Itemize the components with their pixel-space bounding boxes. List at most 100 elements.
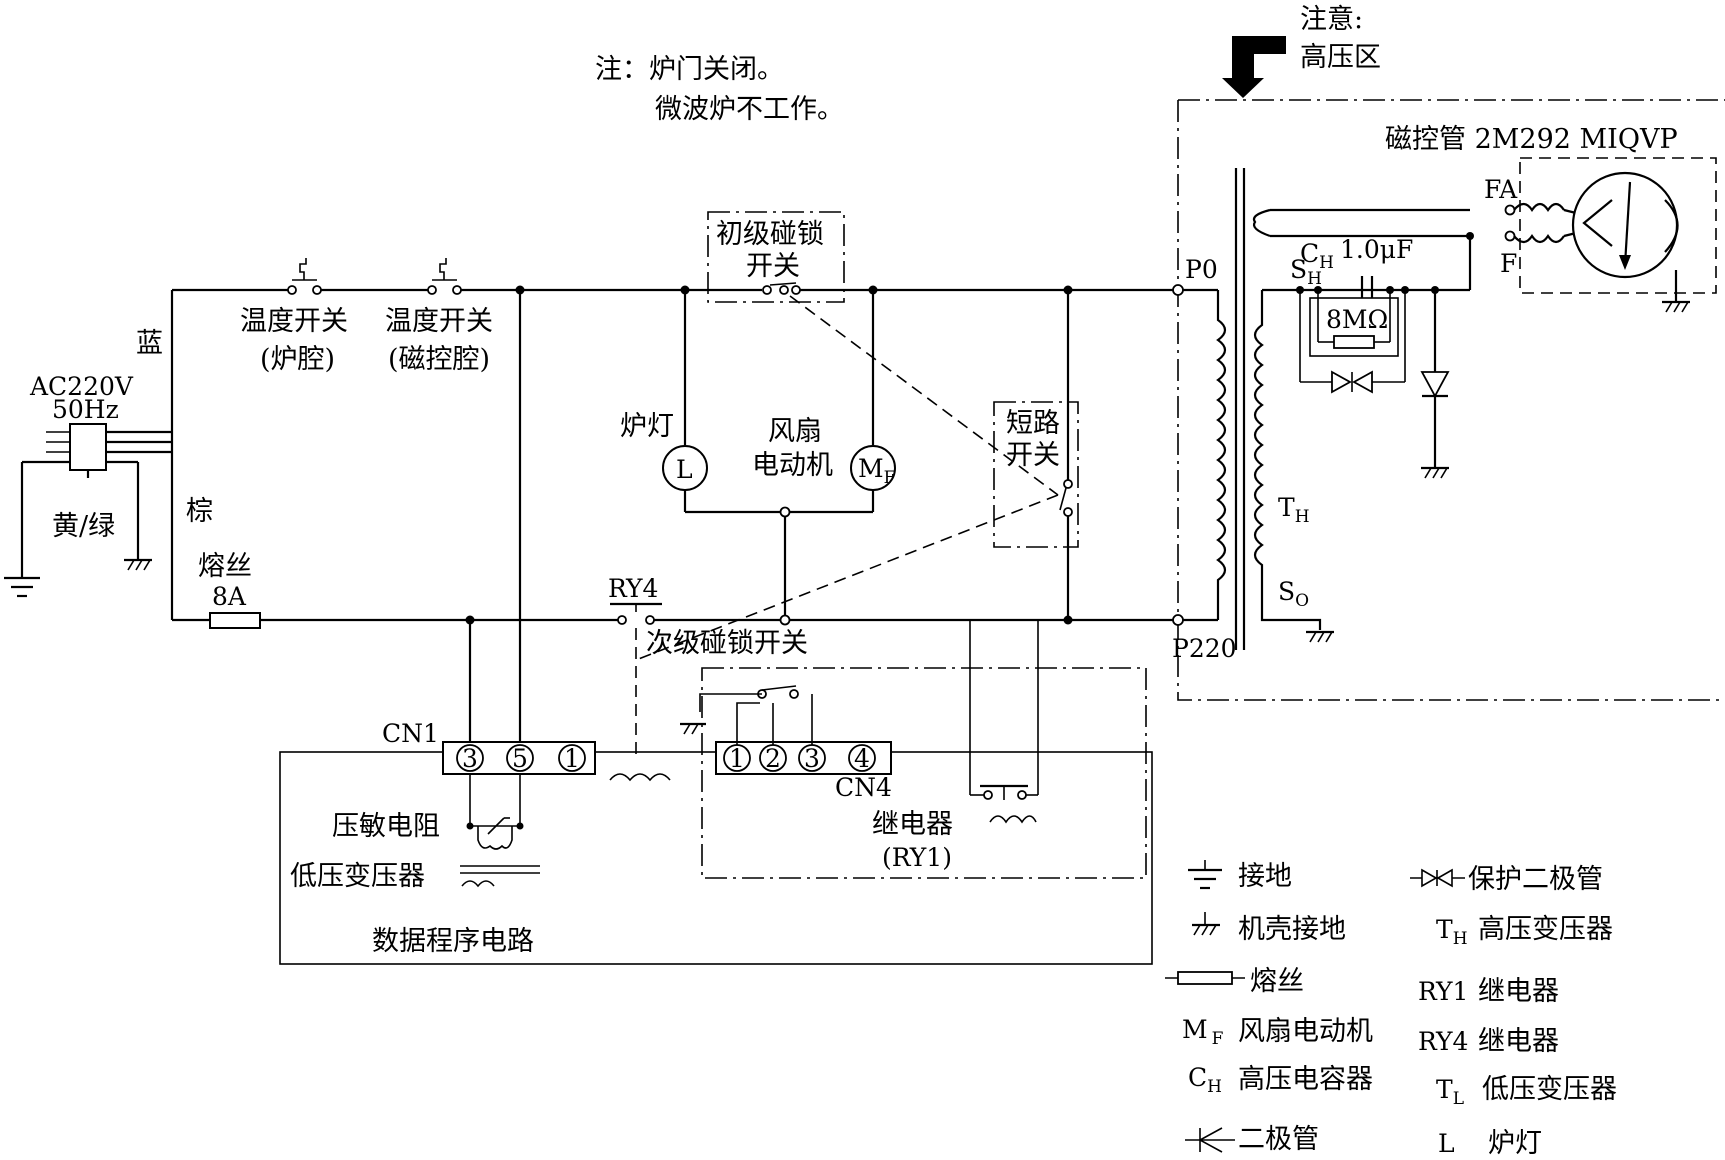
warning-arrow-icon [1222,36,1286,98]
cn4-pins: 1 2 3 4 [723,744,876,773]
magnetron-box [1519,157,1717,294]
legend-th-symbol-sub: H [1453,929,1468,949]
hv-resistor [1317,290,1391,349]
wire-brown-label: 棕 [186,496,213,527]
warning-area: 高压区 [1300,42,1381,73]
primary-interlock-line2: 开关 [746,251,800,282]
temp-switch-2-loc: (磁控腔) [388,344,490,375]
fan-motor-symbol-main: M [858,454,884,483]
varistor [466,774,524,850]
ry4-switch [610,602,662,625]
magnetron-icon [1513,171,1690,313]
legend-lamp-symbol: L [1438,1129,1455,1158]
chassis-ground-icon [124,558,152,571]
legend-lamp: 炉灯 [1488,1128,1542,1159]
legend-fuse: 熔丝 [1250,966,1304,997]
hv-capacitor [1299,276,1406,383]
magnetron-fa-label: FA [1484,175,1518,204]
hv-diode-icon [1420,290,1450,479]
legend-fan-symbol-main: M [1182,1015,1208,1044]
legend-diode: 二极管 [1238,1124,1319,1155]
fan-motor [850,445,896,491]
so-label: SO [1278,577,1309,611]
p220-label: P220 [1172,634,1237,663]
legend-hv-transformer: 高压变压器 [1478,914,1613,945]
wire-yellow-green-label: 黄/绿 [52,511,115,542]
temp-switch-cavity [287,258,322,295]
power-freq-label: 50Hz [52,395,119,424]
hv-cap-label-main: C [1300,239,1319,268]
junction-dots [465,284,1184,626]
temp-switch-2-name: 温度开关 [385,306,493,337]
relay-label: 继电器 [872,809,953,840]
protect-diode-icon [1331,370,1373,394]
fuse-label: 熔丝 [198,551,252,582]
hv-warning: 注意: 高压区 [1222,4,1381,98]
legend-cap-symbol-main: C [1188,1063,1207,1092]
relay-ry1 [980,784,1037,824]
oven-lamp [662,445,708,491]
legend-ground-icon [1188,860,1222,890]
cn1-pins: 3 5 1 [456,744,586,773]
th-label-main: T [1278,493,1295,522]
power-plug [20,423,172,578]
fan-motor-symbol: MF [858,454,896,488]
cn4-pin-4: 4 [854,744,870,773]
cn4-pin-3: 3 [804,744,820,773]
relay-id: (RY1) [882,843,952,872]
short-switch [1059,479,1073,517]
relay-section-box [701,667,1147,879]
power-source-label: AC220V [29,372,134,401]
lv-transformer [460,865,540,888]
legend-protect-diode: 保护二极管 [1468,864,1603,895]
legend-chassis-ground-icon [1192,912,1220,936]
legend-tl-symbol: TL [1436,1075,1464,1109]
ry4-coil [609,773,671,782]
legend-ry1: 继电器 [1478,976,1559,1007]
th-label: TH [1278,493,1310,527]
secondary-interlock-label: 次级碰锁开关 [646,628,808,659]
legend-ground: 接地 [1238,861,1292,892]
cn1-pin-1: 3 [462,744,478,773]
legend-ry4-symbol: RY4 [1418,1027,1468,1056]
wire-blue-label: 蓝 [136,328,163,359]
sh-label-sub: H [1307,269,1322,289]
primary-interlock-line1: 初级碰锁 [716,219,824,250]
fan-motor-line1: 风扇 [768,416,822,447]
magnetron-f-label: F [1500,249,1517,278]
oven-lamp-label: 炉灯 [620,411,674,442]
ground-icon [4,576,40,598]
temp-switch-1-loc: (炉腔) [260,344,335,375]
cn4-contact [680,685,813,745]
legend-fan-motor: 风扇电动机 [1238,1016,1373,1047]
program-circuit-label: 数据程序电路 [372,926,534,957]
oven-lamp-symbol: L [676,455,693,484]
legend-tl-symbol-sub: L [1453,1089,1464,1109]
legend-hv-cap: 高压电容器 [1238,1064,1373,1095]
p0-label: P0 [1185,255,1218,284]
primary-interlock-box [707,211,845,303]
short-switch-line2: 开关 [1006,440,1060,471]
cn4-label: CN4 [835,773,892,802]
so-chassis-ground-icon [1306,630,1334,643]
cn4-pin-2: 2 [765,744,781,773]
so-label-main: S [1278,577,1295,606]
hv-cap-label: CH [1300,239,1334,273]
hv-transformer [1216,168,1470,650]
cn1-label: CN1 [382,719,439,748]
fan-motor-symbol-sub: F [884,468,896,488]
legend-ry4: 继电器 [1478,1026,1559,1057]
cn1-pin-2: 5 [512,744,528,773]
sh-label-main: S [1290,255,1307,284]
th-label-sub: H [1295,507,1310,527]
legend-th-symbol: TH [1436,915,1468,949]
ry4-label: RY4 [608,574,658,603]
temp-switch-1-name: 温度开关 [240,306,348,337]
legend-cap-symbol: CH [1188,1063,1222,1097]
short-switch-box [993,401,1079,548]
legend-fuse-icon [1165,971,1245,985]
lv-transformer-label: 低压变压器 [290,861,425,892]
